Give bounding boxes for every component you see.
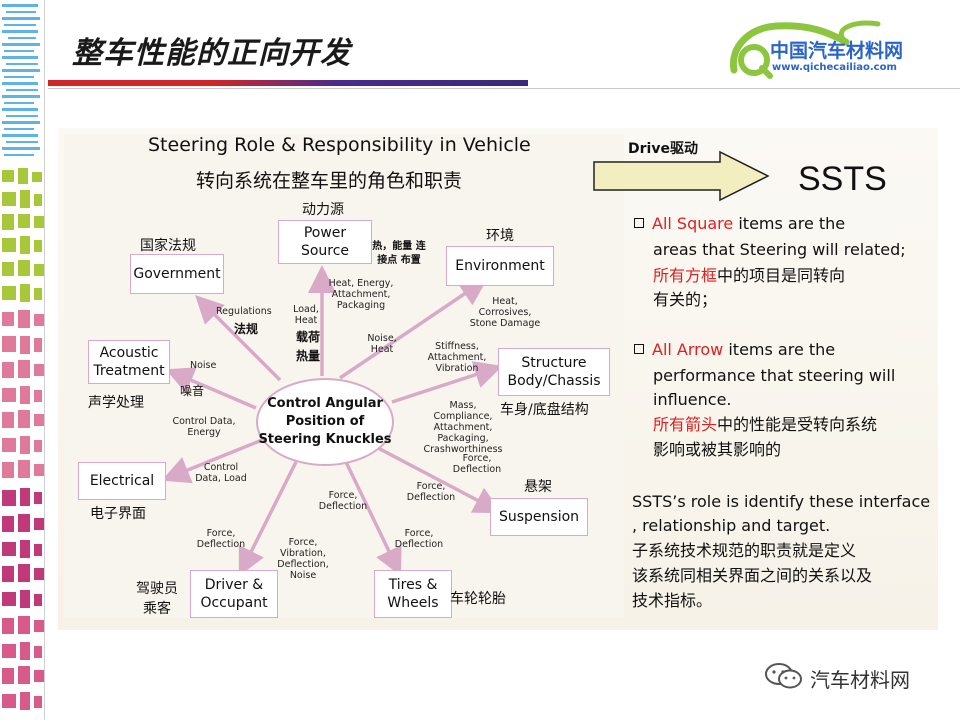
arrow-label-noise: Noise (190, 360, 217, 371)
bullet-2-highlight: All Arrow (652, 340, 724, 359)
arrow-label-stiffness: Stiffness, Attachment, Vibration (427, 341, 487, 374)
bullet-2-cn-highlight: 所有箭头 (653, 415, 718, 434)
arrow-label-mass: Mass, Compliance, Attachment, Packaging,… (423, 400, 503, 455)
arrow-label-force-deflection-tires: Force, Deflection (394, 528, 444, 550)
bullet-2-line-2: performance that steering will (653, 366, 896, 385)
role-line-5: 技术指标。 (632, 591, 713, 610)
bullet-1-text-1: items are the (738, 214, 846, 233)
arrow-label-load-heat: Load, Heat (293, 304, 319, 326)
square-bullet-icon (634, 218, 644, 228)
arrow-label-force-deflection-driver: Force, Deflection (196, 528, 246, 550)
center-control-angular-position: Control Angular Position of Steering Knu… (256, 378, 394, 466)
bullet-2-cn-text-1: 中的性能是受转向系统 (717, 415, 878, 434)
bullet-2-line-5: 影响或被其影响的 (653, 440, 782, 459)
label-environment-cn: 环境 (486, 228, 514, 244)
role-line-4: 该系统同相关界面之间的关系以及 (632, 566, 873, 585)
arrow-label-noise-cn: 噪音 (180, 384, 205, 398)
bullet-2-line-3: influence. (653, 390, 732, 409)
arrow-label-force-deflection-susp1: Force, Deflection (452, 453, 502, 475)
arrow-label-control-data-load: Control Data, Load (195, 462, 247, 484)
label-passenger-cn: 乘客 (143, 601, 171, 617)
arrow-label-noise-heat: Noise, Heat (367, 333, 397, 355)
arrow-label-heat-cn: 热量 (296, 349, 321, 363)
square-bullet-icon (634, 344, 644, 354)
bullet-1-line-1: All Square items are the (634, 212, 845, 236)
arrow-label-force-deflection-center: Force, Deflection (318, 490, 368, 512)
bullet-2-text-1: items are the (728, 340, 836, 359)
drive-arrow-icon (593, 150, 770, 202)
box-driver-occupant: Driver & Occupant (190, 570, 278, 618)
page-title: 整车性能的正向开发 (72, 36, 351, 71)
arrow-label-regulations-cn: 法规 (234, 322, 259, 336)
bullet-1-highlight: All Square (652, 214, 734, 233)
arrow-label-load-cn: 载荷 (296, 330, 321, 344)
wechat-icon (765, 663, 802, 689)
arrow-label-heat-connect-cn: 热，能量 连接点 布置 (372, 241, 426, 266)
drive-label: Drive驱动 (628, 141, 698, 157)
arrow-label-heat-corrosives: Heat, Corrosives, Stone Damage (469, 296, 541, 329)
label-structure-cn: 车身/底盘结构 (500, 402, 589, 418)
bullet-2-line-1: All Arrow items are the (634, 338, 835, 362)
bullet-2-line-4: 所有箭头中的性能是受转向系统 (653, 413, 877, 437)
logo-name: 中国汽车材料网 (770, 40, 904, 62)
header-divider (48, 88, 960, 89)
bullet-1-line-4: 有关的； (653, 290, 718, 309)
arrow-label-force-vibration: Force, Vibration, Deflection, Noise (277, 537, 329, 581)
wechat-account-name: 汽车材料网 (810, 668, 910, 692)
arrow-label-control-data-energy: Control Data, Energy (172, 416, 236, 438)
label-electrical-cn: 电子界面 (90, 506, 146, 522)
box-government: Government (130, 254, 224, 294)
box-tires-wheels: Tires & Wheels (374, 570, 452, 618)
arrow-label-heat-energy: Heat, Energy, Attachment, Packaging (328, 278, 394, 311)
label-acoustic-cn: 声学处理 (88, 395, 144, 411)
label-tires-cn: 车轮轮胎 (450, 591, 506, 607)
role-line-1: SSTS’s role is identify these interface (632, 492, 931, 511)
arrow-label-force-deflection-susp2: Force, Deflection (406, 481, 456, 503)
box-structure-body-chassis: Structure Body/Chassis (498, 348, 610, 396)
label-government-cn: 国家法规 (140, 238, 196, 254)
arrow-label-regulations: Regulations (216, 306, 272, 317)
box-acoustic-treatment: Acoustic Treatment (88, 340, 170, 384)
bullet-1-cn-highlight: 所有方框 (653, 266, 718, 285)
label-driver-cn: 驾驶员 (136, 581, 178, 597)
box-suspension: Suspension (490, 498, 588, 536)
logo-swoosh-icon (729, 20, 881, 79)
decorative-left-strip (0, 0, 48, 720)
diagram-title-en: Steering Role & Responsibility in Vehicl… (148, 134, 531, 156)
label-power-cn: 动力源 (302, 202, 344, 218)
bullet-1-line-2: areas that Steering will related; (653, 240, 906, 259)
bullet-1-line-3: 所有方框中的项目是同转向 (653, 264, 845, 288)
box-power-source: Power Source (278, 220, 372, 264)
box-electrical: Electrical (78, 462, 166, 500)
role-line-3: 子系统技术规范的职责就是定义 (632, 541, 857, 560)
box-environment: Environment (446, 246, 554, 286)
ssts-title: SSTS (798, 160, 887, 198)
logo-url[interactable]: www.qichecailiao.com (772, 62, 897, 73)
role-line-2: , relationship and target. (632, 516, 831, 535)
header-accent-line (48, 80, 528, 86)
label-suspension-cn: 悬架 (524, 479, 552, 495)
bullet-1-cn-text-1: 中的项目是同转向 (717, 266, 846, 285)
diagram-title-cn: 转向系统在整车里的角色和职责 (196, 170, 463, 192)
